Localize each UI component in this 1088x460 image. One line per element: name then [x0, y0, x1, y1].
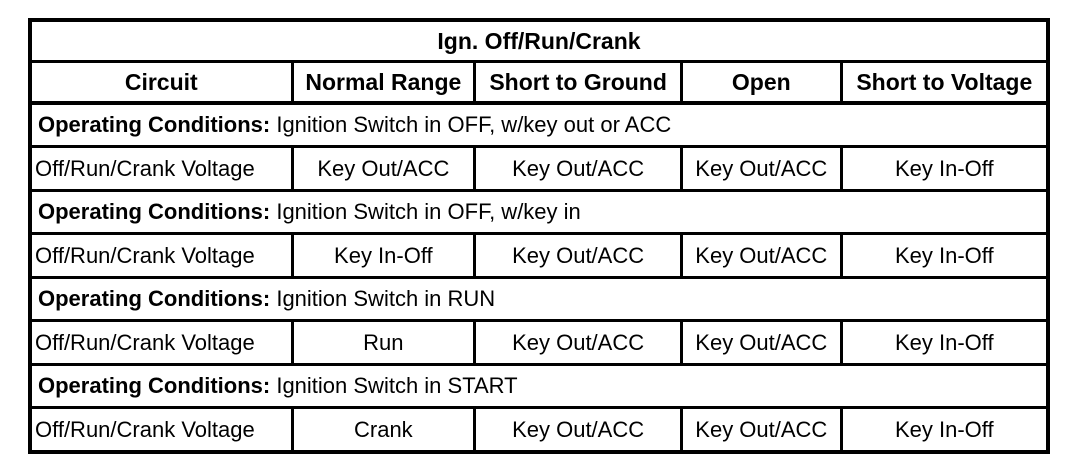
- operating-conditions-row: Operating Conditions: Ignition Switch in…: [30, 103, 1048, 148]
- cell-circuit: Off/Run/Crank Voltage: [30, 146, 294, 192]
- operating-conditions-text: Ignition Switch in OFF, w/key in: [276, 199, 581, 224]
- column-header-open: Open: [681, 61, 843, 105]
- table-title: Ign. Off/Run/Crank: [30, 20, 1048, 63]
- operating-conditions-row: Operating Conditions: Ignition Switch in…: [30, 277, 1048, 322]
- operating-conditions-text: Ignition Switch in OFF, w/key out or ACC: [276, 112, 672, 137]
- table-row: Off/Run/Crank Voltage Run Key Out/ACC Ke…: [30, 320, 1048, 366]
- operating-conditions-cell: Operating Conditions: Ignition Switch in…: [30, 190, 1048, 235]
- table-row: Off/Run/Crank Voltage Key Out/ACC Key Ou…: [30, 146, 1048, 192]
- column-header-circuit: Circuit: [30, 61, 294, 105]
- cell-short-to-ground: Key Out/ACC: [474, 320, 683, 366]
- cell-short-to-ground: Key Out/ACC: [474, 407, 683, 452]
- column-header-normal-range: Normal Range: [292, 61, 477, 105]
- operating-conditions-text: Ignition Switch in RUN: [276, 286, 496, 311]
- operating-conditions-cell: Operating Conditions: Ignition Switch in…: [30, 103, 1048, 148]
- table-header-row: Circuit Normal Range Short to Ground Ope…: [30, 61, 1048, 105]
- cell-open: Key Out/ACC: [681, 146, 843, 192]
- cell-open: Key Out/ACC: [681, 320, 843, 366]
- operating-conditions-label: Operating Conditions:: [38, 373, 277, 398]
- operating-conditions-label: Operating Conditions:: [38, 286, 277, 311]
- operating-conditions-cell: Operating Conditions: Ignition Switch in…: [30, 364, 1048, 409]
- cell-short-to-ground: Key Out/ACC: [474, 233, 683, 279]
- operating-conditions-row: Operating Conditions: Ignition Switch in…: [30, 364, 1048, 409]
- table-title-row: Ign. Off/Run/Crank: [30, 20, 1048, 63]
- cell-short-to-voltage: Key In-Off: [894, 416, 994, 442]
- cell-normal-range: Run: [292, 320, 477, 366]
- cell-short-to-ground: Key Out/ACC: [474, 146, 683, 192]
- cell-normal-range: Key Out/ACC: [292, 146, 477, 192]
- operating-conditions-label: Operating Conditions:: [38, 112, 277, 137]
- cell-normal-range: Crank: [292, 407, 477, 452]
- operating-conditions-label: Operating Conditions:: [38, 199, 277, 224]
- column-header-short-to-ground: Short to Ground: [474, 61, 683, 105]
- operating-conditions-cell: Operating Conditions: Ignition Switch in…: [30, 277, 1048, 322]
- operating-conditions-row: Operating Conditions: Ignition Switch in…: [30, 190, 1048, 235]
- cell-normal-range: Key In-Off: [292, 233, 477, 279]
- cell-circuit: Off/Run/Crank Voltage: [30, 233, 294, 279]
- cell-open: Key Out/ACC: [681, 233, 843, 279]
- column-header-short-to-voltage: Short to Voltage: [841, 61, 1048, 105]
- cell-open: Key Out/ACC: [681, 407, 843, 452]
- cell-short-to-voltage: Key In-Off: [841, 233, 1048, 279]
- diagnostic-table: Ign. Off/Run/Crank Circuit Normal Range …: [28, 18, 1050, 454]
- table-row: Off/Run/Crank Voltage Crank Key Out/ACC …: [30, 407, 1048, 452]
- cell-circuit: Off/Run/Crank Voltage: [30, 407, 294, 452]
- table-row: Off/Run/Crank Voltage Key In-Off Key Out…: [30, 233, 1048, 279]
- cell-circuit: Off/Run/Crank Voltage: [30, 320, 294, 366]
- operating-conditions-text: Ignition Switch in START: [276, 373, 518, 398]
- cell-short-to-voltage: Key In-Off: [841, 320, 1048, 366]
- cell-short-to-voltage: Key In-Off: [841, 146, 1048, 192]
